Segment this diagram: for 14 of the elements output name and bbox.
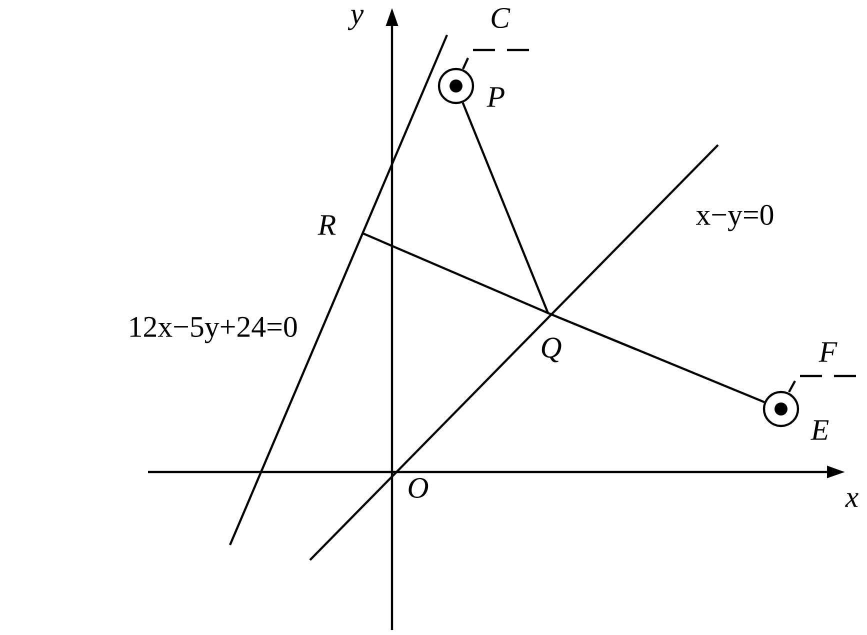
reflected-ray — [462, 102, 765, 404]
target-symbol — [762, 390, 800, 428]
target-symbol — [438, 68, 474, 104]
point-label: F — [818, 341, 838, 363]
point-label: R — [316, 214, 338, 236]
point-label: O — [406, 476, 430, 500]
point-label: P — [486, 87, 504, 107]
point-label: Q — [539, 336, 563, 364]
point-label: E — [810, 420, 829, 440]
point-label: C — [489, 6, 511, 30]
point-label: x — [844, 492, 860, 508]
equation-label: 12x−5y+24=0 — [126, 316, 299, 344]
equation-label: x−y=0 — [694, 204, 776, 232]
point-label: y — [348, 8, 365, 32]
